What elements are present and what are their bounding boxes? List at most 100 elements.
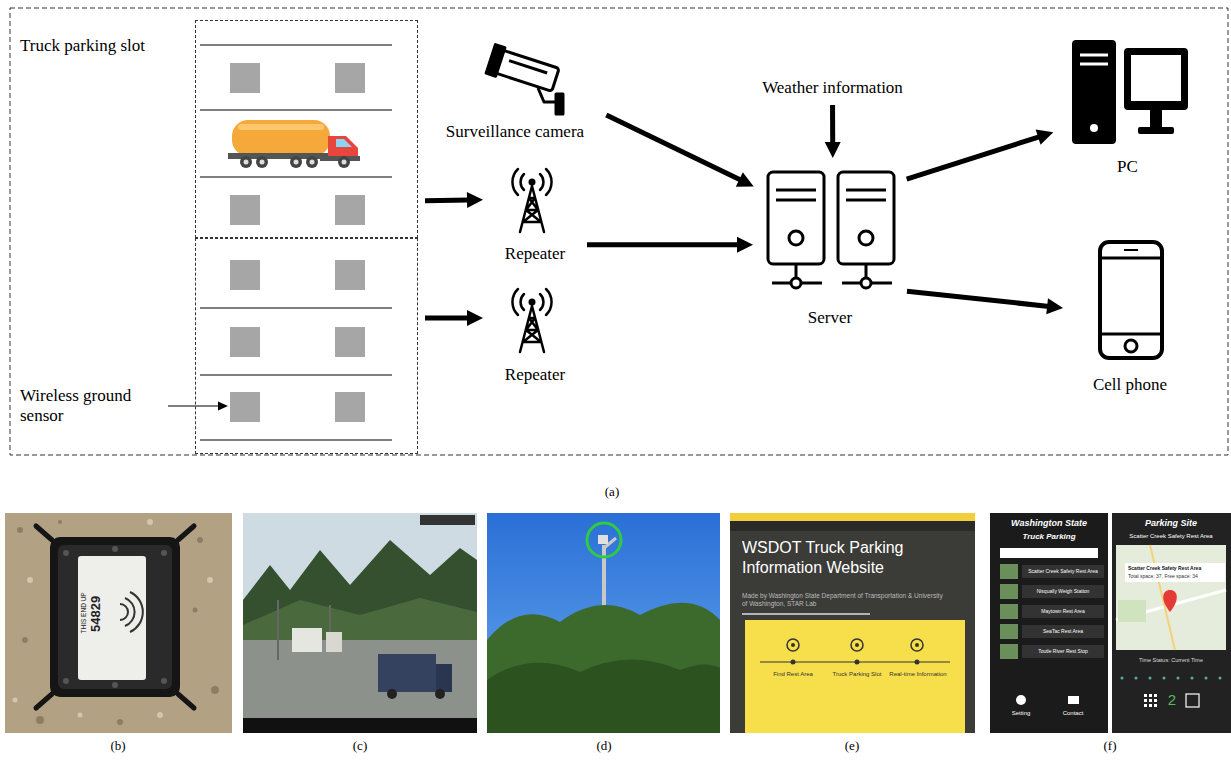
arrow-shaft: [907, 291, 1049, 306]
parking-lines: [200, 44, 392, 45]
website-screenshot: [730, 521, 975, 531]
app-screenshot: [1186, 694, 1199, 707]
server-icon: [865, 264, 868, 278]
phone-icon: [1100, 242, 1162, 358]
sensor-photo: [130, 592, 143, 632]
sensor-photo: [58, 520, 62, 524]
app-screenshot: [1000, 564, 1018, 579]
repeater-photo: [587, 523, 621, 557]
app-button: Setting: [1002, 710, 1040, 717]
app-screenshot: [1000, 624, 1018, 639]
ground-sensor: [230, 63, 260, 93]
website-screenshot: [911, 639, 923, 651]
truck-icon: [294, 160, 299, 165]
ground-sensor: [230, 195, 260, 225]
app-screenshot: [1000, 604, 1018, 619]
parking-lines: [200, 439, 392, 440]
arrow-head: [467, 310, 483, 326]
arrow-shaft: [587, 242, 739, 247]
flow-arrow: [825, 105, 841, 158]
sensor-photo: [63, 550, 69, 556]
truck-icon: [336, 139, 352, 147]
pc-icon: [1131, 55, 1181, 101]
app-screenshot: [1016, 695, 1026, 705]
website-screenshot: [730, 513, 975, 733]
sensor-photo: [36, 526, 194, 708]
arrow-head: [1036, 130, 1054, 145]
app-button: Contact: [1054, 710, 1092, 717]
parking-lines: [200, 176, 392, 177]
camera-photo: [243, 513, 477, 733]
app-screenshot: [1144, 699, 1147, 702]
website-screenshot: [787, 639, 923, 651]
weather-source: Weather information: [745, 74, 920, 98]
server-node: Server: [760, 165, 900, 328]
app-screenshot: [1144, 694, 1157, 707]
sensor-photo: [63, 546, 167, 688]
sensor-photo: [120, 604, 128, 620]
panel-label: (a): [592, 484, 632, 500]
camera-photo: [435, 689, 445, 699]
pc-icon: [1124, 48, 1188, 110]
website-feature: Truck Parking Slot: [827, 671, 887, 678]
rest-area-item: Nisqually Weigh Station: [1023, 588, 1103, 594]
app-screenshot: [1118, 600, 1146, 622]
parking-lines: [200, 45, 392, 440]
rest-area-item: Scatter Creek Safety Rest Area: [1023, 568, 1103, 574]
website-screenshot: [851, 639, 863, 651]
flow-arrow: [425, 192, 483, 208]
truck-icon: [310, 160, 315, 165]
website-screenshot: [730, 513, 975, 733]
panel-label: (e): [832, 738, 872, 754]
arrow-shaft: [425, 315, 469, 320]
camera-photo: [243, 513, 477, 733]
truck-icon: [290, 156, 302, 168]
website-feature: Find Rest Area: [765, 671, 821, 678]
website-screenshot: [915, 660, 920, 665]
website-feature: Real-time Information: [887, 671, 949, 678]
app-screenshot: [1116, 545, 1226, 650]
app-screenshot: [1149, 677, 1152, 680]
website-screenshot: [915, 643, 919, 647]
repeater-node: Repeater: [490, 168, 580, 264]
ground-sensor: [335, 260, 365, 290]
repeater-photo: [487, 513, 720, 733]
server-icon: [789, 231, 803, 245]
app-screenshot: [1000, 564, 1018, 659]
website-screenshot: [730, 513, 975, 521]
node-label: Wireless ground sensor: [20, 386, 160, 426]
repeater-photo: [487, 603, 720, 733]
pc-icon: [1080, 63, 1108, 66]
sensor-photo: [178, 526, 194, 540]
flow-arrow: [907, 130, 1054, 180]
server-icon: [801, 282, 822, 285]
ground-sensor: [335, 392, 365, 422]
website-screenshot: [742, 613, 870, 615]
app-screenshot: [1154, 704, 1157, 707]
node-label: Truck parking slot: [20, 36, 188, 56]
ground-sensor: [335, 327, 365, 357]
flow-arrow: [587, 237, 753, 253]
node-label: Server: [806, 308, 854, 328]
app-screenshot: [1149, 704, 1152, 707]
leader-arrow: [218, 402, 228, 411]
arrow-shaft: [907, 137, 1040, 180]
server-icon: [861, 278, 871, 288]
app-screenshot: [990, 513, 1108, 733]
app-screenshot: [1112, 513, 1231, 733]
ground-sensor: [230, 63, 365, 422]
arrow-shaft: [606, 115, 741, 180]
camera-photo: [277, 600, 279, 660]
node-label: Weather information: [760, 78, 905, 98]
sensor-photo: [36, 526, 52, 540]
parking-lines: [200, 374, 392, 375]
free-count: 2: [1161, 691, 1183, 709]
pc-icon: [1080, 54, 1108, 57]
repeater-photo: [598, 535, 608, 544]
rest-area-item: Toutle River Rest Stop: [1023, 648, 1103, 654]
node-label: Repeater: [503, 244, 567, 264]
pc-icon: [1072, 40, 1188, 144]
node-label: Repeater: [503, 365, 567, 385]
truck-icon: [238, 124, 324, 130]
sensor-photo: [117, 719, 123, 725]
